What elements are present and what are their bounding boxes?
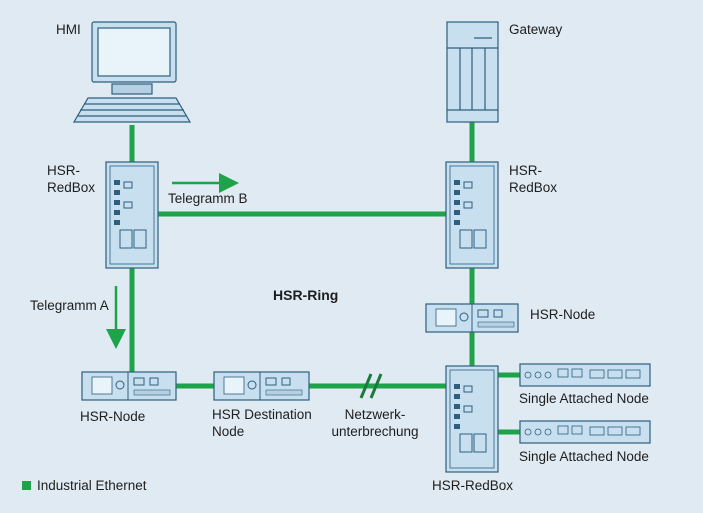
legend-label: Industrial Ethernet (37, 478, 147, 493)
rack-device-icon (519, 363, 651, 387)
label-redbox-bottom: HSR-RedBox (432, 478, 514, 493)
label-redbox-right: HSR- RedBox (509, 163, 558, 195)
label-destination-node: HSR Destination Node (212, 407, 312, 439)
label-telegramm-a: Telegramm A (30, 298, 109, 313)
label-san-2: Single Attached Node (519, 449, 649, 464)
node-device-icon (425, 303, 519, 333)
gateway-device-icon (446, 21, 499, 123)
label-hmi: HMI (56, 22, 81, 37)
label-telegramm-b: Telegramm B (168, 191, 248, 206)
link-break-icon (359, 373, 383, 399)
switch-device-icon (445, 161, 499, 269)
node-device-icon (81, 371, 177, 401)
switch-device-icon (445, 365, 499, 473)
label-san-1: Single Attached Node (519, 391, 649, 406)
label-node-left: HSR-Node (80, 409, 146, 424)
label-redbox-left: HSR- RedBox (47, 163, 96, 195)
label-gateway: Gateway (509, 22, 563, 37)
label-network-break: Netzwerk- unterbrechung (331, 407, 419, 439)
switch-device-icon (105, 161, 159, 269)
label-hsr-ring: HSR-Ring (273, 287, 339, 303)
computer-icon (72, 21, 192, 123)
label-node-right: HSR-Node (530, 307, 596, 322)
rack-device-icon (519, 420, 651, 444)
ethernet-links (129, 122, 520, 435)
green-square-icon (22, 481, 31, 490)
node-device-icon (213, 371, 310, 401)
